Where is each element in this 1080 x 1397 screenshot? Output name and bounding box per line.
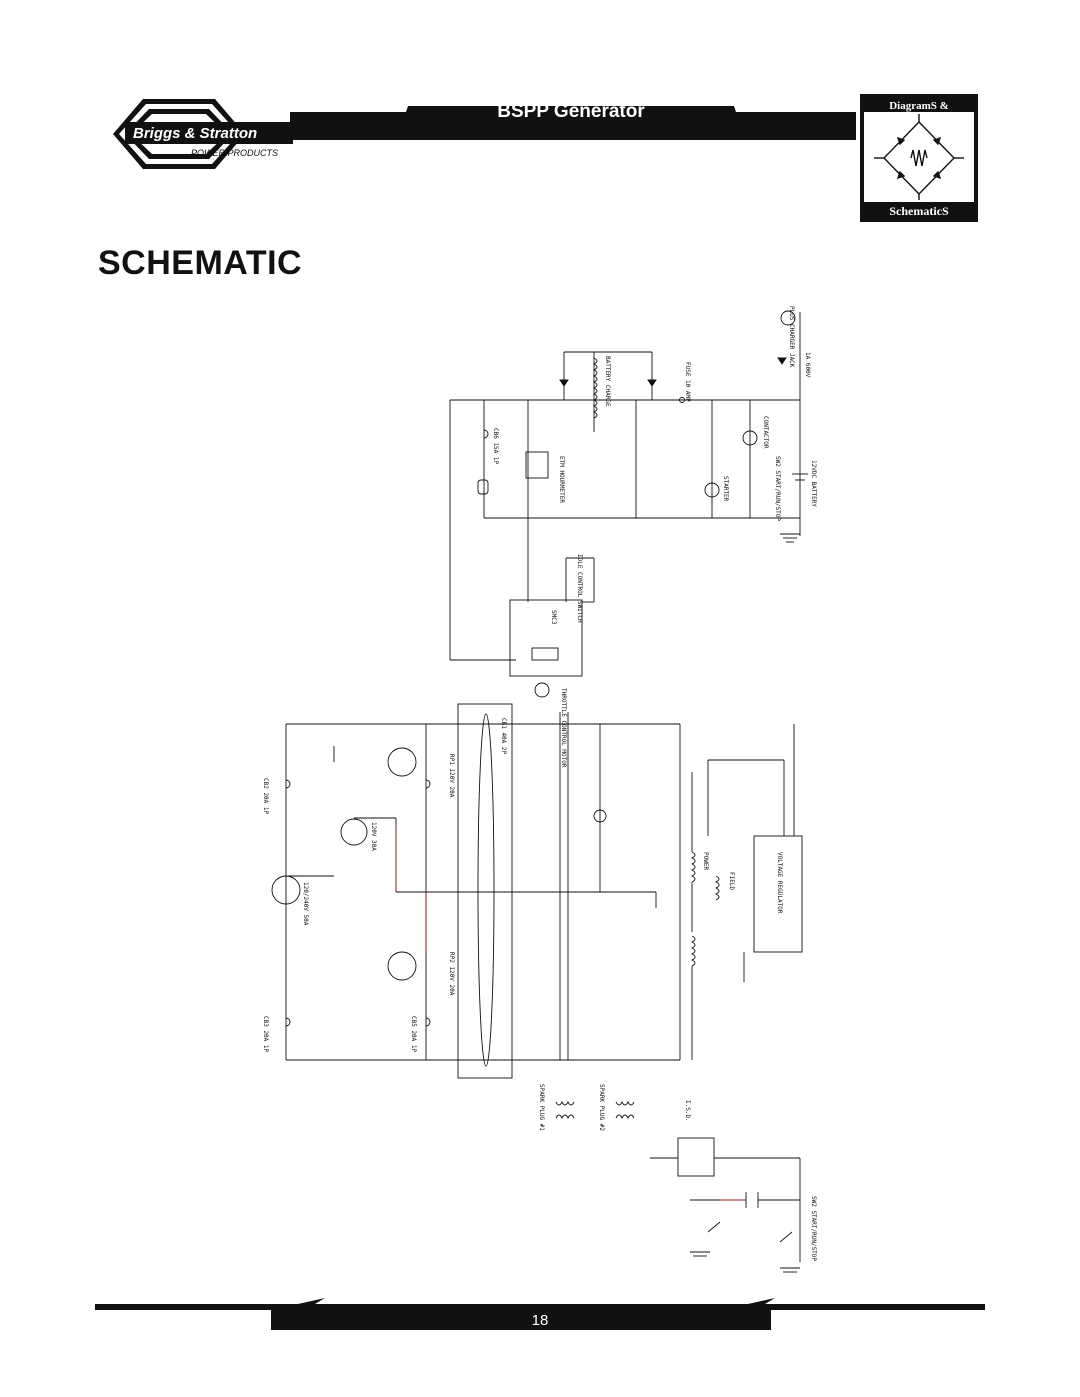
label-plus-charger-jack: PLUS CHARGER JACK: [788, 306, 795, 368]
label-smc3: SMC3: [550, 610, 557, 625]
label-120-240v: 120/240V 50A: [302, 882, 309, 926]
label-cb1: CB1 40A 2P: [500, 718, 507, 755]
logo-brand-name: Briggs & Stratton: [133, 125, 257, 142]
logo-brand-sub: POWER PRODUCTS: [191, 148, 278, 158]
label-voltage-regulator: VOLTAGE REGULATOR: [776, 852, 783, 914]
wiring-schematic: PLUS CHARGER JACK 1A 600V 12VDC BATTERY …: [262, 306, 817, 1273]
page-number: 18: [531, 1312, 549, 1329]
label-idle-control-switch: IDLE CONTROL SWITCH: [576, 554, 583, 623]
label-power: POWER: [702, 852, 709, 870]
label-sw2: SW2 START/RUN/STOP: [774, 456, 781, 521]
label-battery-charge: BATTERY CHARGE: [604, 356, 611, 407]
page-title: SCHEMATIC: [98, 244, 303, 282]
footer-bar: [95, 1298, 985, 1330]
label-cb6: CB6 15A 1P: [492, 428, 499, 465]
label-spark-plug-2: SPARK PLUG #2: [598, 1084, 605, 1131]
label-diode-1a: 1A 600V: [804, 352, 811, 378]
label-120v-30a: 120V 30A: [370, 822, 377, 851]
product-title: BSPP Generator: [497, 101, 645, 122]
label-throttle-motor: THROTTLE CONTROL MOTOR: [560, 688, 567, 768]
label-field: FIELD: [728, 872, 735, 890]
label-fuse: FUSE 10 AMP: [684, 362, 691, 402]
label-cb5: CB5 20A 1P: [410, 1016, 417, 1053]
label-cb3: CB3 20A 1P: [262, 1016, 269, 1053]
label-hourmeter: ETM HOURMETER: [558, 456, 565, 503]
badge-top-text: DiagramS &: [889, 100, 949, 112]
label-spark-plug-1: SPARK PLUG #1: [538, 1084, 545, 1131]
briggs-stratton-logo: Briggs & Stratton POWER PRODUCTS: [113, 99, 293, 169]
diagrams-schematics-badge: DiagramS & SchematicS: [860, 94, 978, 222]
header-bar: [290, 106, 856, 140]
label-rp1: RP1 120V 20A: [448, 754, 455, 798]
label-sw2-ignition: SW2 START/RUN/STOP: [810, 1196, 817, 1261]
badge-bottom-text: SchematicS: [889, 204, 949, 218]
label-rp2: RP2 120V 20A: [448, 952, 455, 996]
label-isd: I.S.D.: [684, 1100, 691, 1122]
label-battery: 12VDC BATTERY: [810, 460, 817, 507]
label-contactor: CONTACTOR: [762, 416, 769, 449]
label-cb2: CB2 20A 1P: [262, 778, 269, 815]
label-starter: STARTER: [722, 476, 729, 502]
